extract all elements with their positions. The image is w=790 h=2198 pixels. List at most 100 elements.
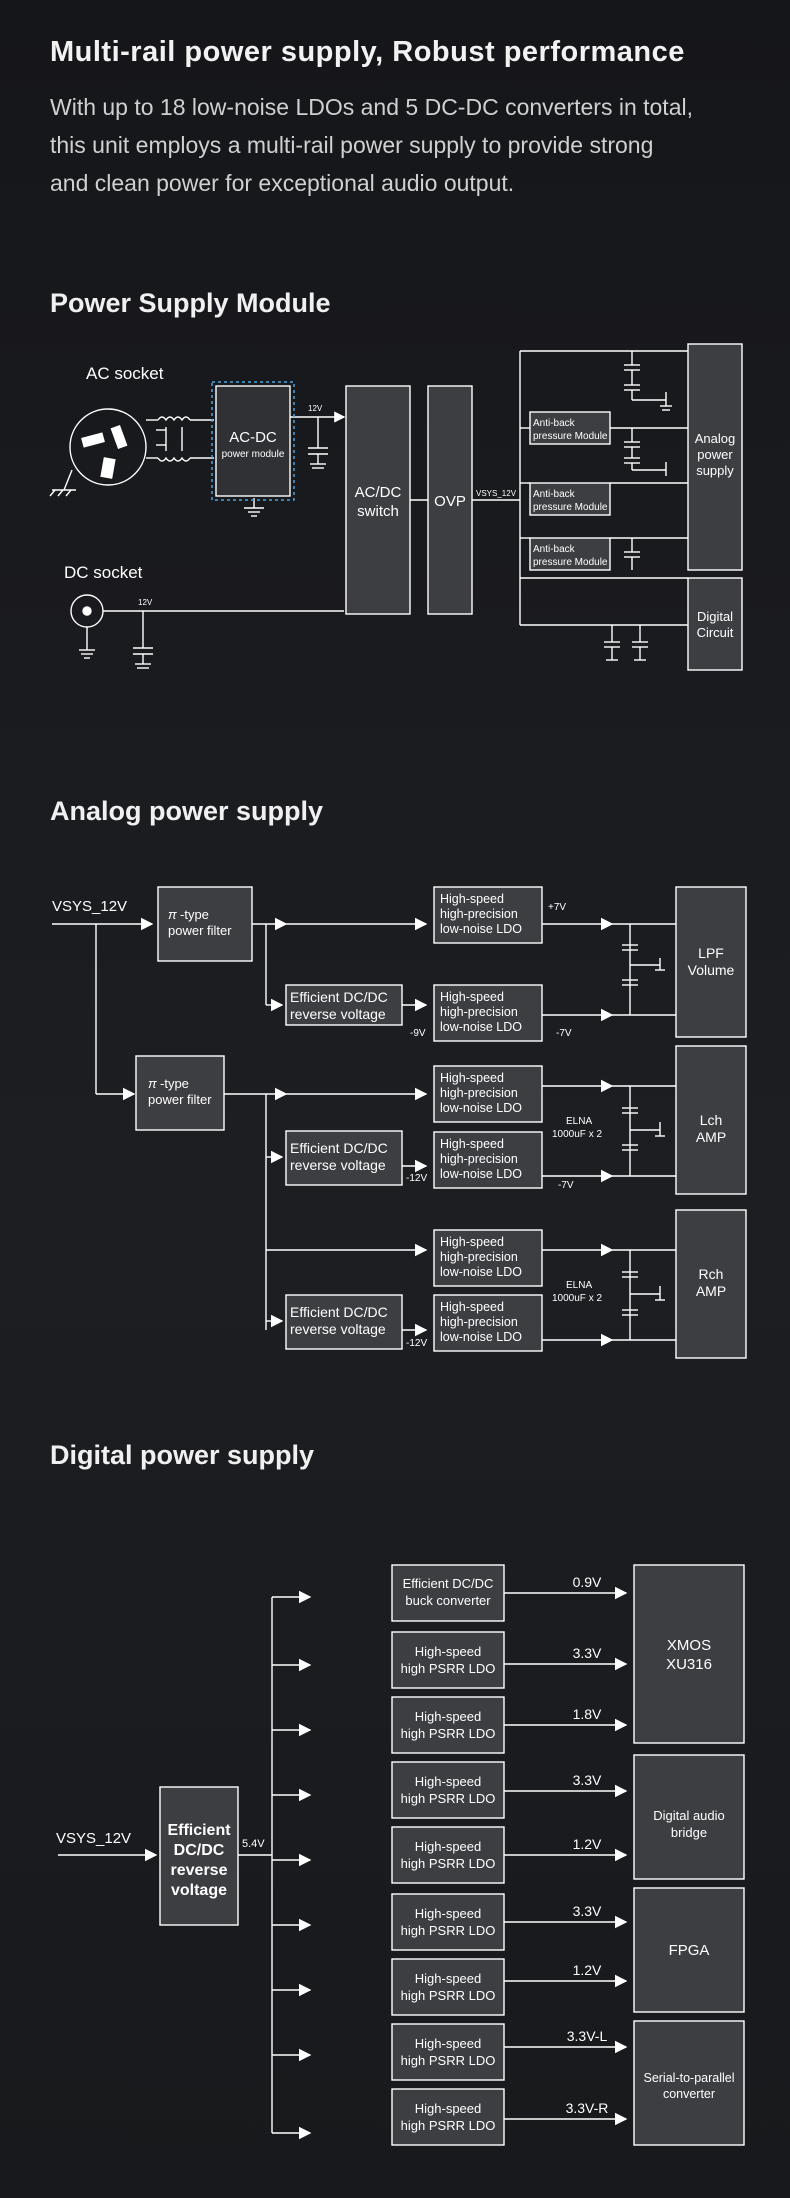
rail-4: 1.2V xyxy=(573,1836,602,1852)
antiback-2b: pressure Module xyxy=(533,502,608,513)
psrr-6-l2: high PSRR LDO xyxy=(401,1988,496,2003)
ldo-2-l1: High-speed xyxy=(440,990,504,1004)
pi-filter-1-pi: π xyxy=(168,907,177,922)
pi-filter-2-type: -type xyxy=(160,1076,189,1091)
ldo-1-l3: low-noise LDO xyxy=(440,922,522,936)
v12-dc-label: 12V xyxy=(138,598,153,607)
ldo-6-l2: high-precision xyxy=(440,1315,518,1329)
rail-8: 3.3V-R xyxy=(566,2100,609,2116)
rail-5: 3.3V xyxy=(573,1903,602,1919)
analog-vsys-label: VSYS_12V xyxy=(52,898,127,915)
v54-label: 5.4V xyxy=(242,1838,265,1850)
switch-label-2: switch xyxy=(357,503,399,520)
psrr-4-l1: High-speed xyxy=(415,1839,482,1854)
dcdc-1-line1: Efficient DC/DC xyxy=(290,989,388,1005)
dcdc-main-3: reverse xyxy=(171,1862,228,1879)
ldo-2-l3: low-noise LDO xyxy=(440,1020,522,1034)
v-minus9: -9V xyxy=(410,1028,426,1039)
power-supply-module-diagram: AC socket DC socket AC-DC power module 1… xyxy=(49,343,743,671)
v-minus7-a: -7V xyxy=(556,1028,572,1039)
bridge-label-2: bridge xyxy=(671,1825,707,1840)
digital-circuit-2: Circuit xyxy=(697,625,734,640)
pi-filter-2-sub: power filter xyxy=(148,1092,212,1107)
psrr-8-l1: High-speed xyxy=(415,2101,482,2116)
psrr-5-l1: High-speed xyxy=(415,1906,482,1921)
acdc-label: AC-DC xyxy=(229,429,277,446)
module-section-title: Power Supply Module xyxy=(50,288,331,318)
xmos-label-2: XU316 xyxy=(666,1656,712,1673)
elna-2-l2: 1000uF x 2 xyxy=(552,1293,602,1304)
ac-socket-label: AC socket xyxy=(86,364,164,383)
buck-label-2: buck converter xyxy=(405,1593,491,1608)
dc-socket-label: DC socket xyxy=(64,563,143,582)
rail-2: 1.8V xyxy=(573,1706,602,1722)
ldo-4-l1: High-speed xyxy=(440,1137,504,1151)
switch-label-1: AC/DC xyxy=(355,484,402,501)
psrr-2-l1: High-speed xyxy=(415,1709,482,1724)
intro-paragraph: With up to 18 low-noise LDOs and 5 DC-DC… xyxy=(50,94,693,196)
bridge-label-1: Digital audio xyxy=(653,1808,725,1823)
dcdc-main-2: DC/DC xyxy=(174,1842,225,1859)
dcdc-1-line2: reverse voltage xyxy=(290,1006,386,1022)
digital-section-title: Digital power supply xyxy=(50,1440,315,1470)
ldo-6-l3: low-noise LDO xyxy=(440,1330,522,1344)
antiback-3b: pressure Module xyxy=(533,557,608,568)
dcdc-3-line2: reverse voltage xyxy=(290,1321,386,1337)
rch-label-1: Rch xyxy=(699,1266,724,1282)
elna-1-l1: ELNA xyxy=(566,1116,592,1127)
antiback-1b: pressure Module xyxy=(533,431,608,442)
ldo-2-l2: high-precision xyxy=(440,1005,518,1019)
fpga-label: FPGA xyxy=(669,1942,710,1959)
psrr-7-l1: High-speed xyxy=(415,2036,482,2051)
analog-supply-1: Analog xyxy=(695,431,735,446)
dcdc-3-line1: Efficient DC/DC xyxy=(290,1304,388,1320)
antiback-1a: Anti-back xyxy=(533,418,576,429)
pi-filter-1-sub: power filter xyxy=(168,923,232,938)
elna-2-l1: ELNA xyxy=(566,1280,592,1291)
page-title: Multi-rail power supply, Robust performa… xyxy=(50,36,685,68)
v-minus7-b: -7V xyxy=(558,1180,574,1191)
dcdc-2-line2: reverse voltage xyxy=(290,1157,386,1173)
rail-0: 0.9V xyxy=(573,1574,602,1590)
ldo-5-l1: High-speed xyxy=(440,1235,504,1249)
lpf-label-2: Volume xyxy=(688,962,735,978)
psrr-2-l2: high PSRR LDO xyxy=(401,1726,496,1741)
ldo-4-l3: low-noise LDO xyxy=(440,1167,522,1181)
elna-1-l2: 1000uF x 2 xyxy=(552,1129,602,1140)
analog-supply-3: supply xyxy=(696,463,734,478)
s2p-label-2: converter xyxy=(663,2087,715,2101)
acdc-sublabel: power module xyxy=(222,449,285,460)
dcdc-2-line1: Efficient DC/DC xyxy=(290,1140,388,1156)
pi-filter-1-type: -type xyxy=(180,907,209,922)
ldo-1-l2: high-precision xyxy=(440,907,518,921)
psrr-7-l2: high PSRR LDO xyxy=(401,2053,496,2068)
lpf-label-1: LPF xyxy=(698,945,724,961)
dcdc-main-4: voltage xyxy=(171,1882,227,1899)
ldo-6-l1: High-speed xyxy=(440,1300,504,1314)
ovp-label: OVP xyxy=(434,493,466,510)
psrr-6-l1: High-speed xyxy=(415,1971,482,1986)
vsys-label: VSYS_12V xyxy=(476,489,517,498)
psrr-5-l2: high PSRR LDO xyxy=(401,1923,496,1938)
digital-vsys-label: VSYS_12V xyxy=(56,1830,131,1847)
rail-1: 3.3V xyxy=(573,1645,602,1661)
dcdc-main-1: Efficient xyxy=(167,1822,231,1839)
lch-label-2: AMP xyxy=(696,1129,726,1145)
psrr-1-l2: high PSRR LDO xyxy=(401,1661,496,1676)
rch-label-2: AMP xyxy=(696,1283,726,1299)
analog-supply-2: power xyxy=(697,447,733,462)
psrr-8-l2: high PSRR LDO xyxy=(401,2118,496,2133)
xmos-label-1: XMOS xyxy=(667,1637,711,1654)
analog-section-title: Analog power supply xyxy=(50,796,324,826)
rail-7: 3.3V-L xyxy=(567,2028,608,2044)
rail-6: 1.2V xyxy=(573,1962,602,1978)
psrr-1-l1: High-speed xyxy=(415,1644,482,1659)
buck-label-1: Efficient DC/DC xyxy=(403,1576,494,1591)
lch-label-1: Lch xyxy=(700,1112,723,1128)
v-minus12-a: -12V xyxy=(406,1173,427,1184)
ldo-3-l2: high-precision xyxy=(440,1086,518,1100)
analog-power-supply-diagram: VSYS_12V π -type power filter π -type po… xyxy=(52,886,747,1359)
ldo-5-l3: low-noise LDO xyxy=(440,1265,522,1279)
ldo-4-l2: high-precision xyxy=(440,1152,518,1166)
psrr-3-l2: high PSRR LDO xyxy=(401,1791,496,1806)
